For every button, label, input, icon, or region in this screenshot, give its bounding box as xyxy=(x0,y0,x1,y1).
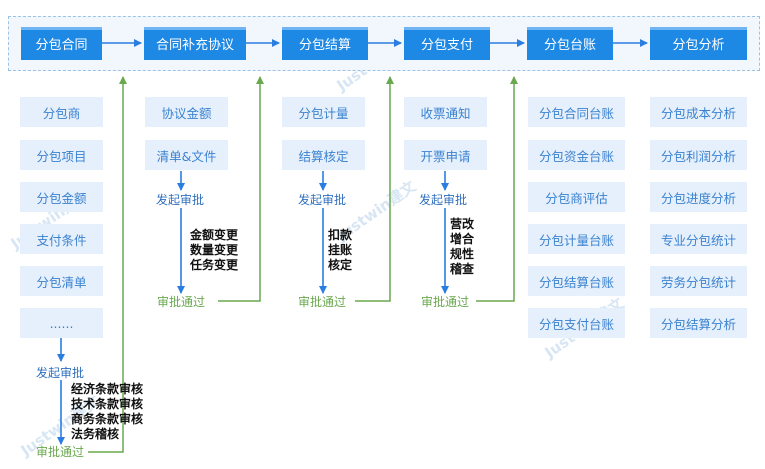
col4-item: 开票申请 xyxy=(404,140,487,170)
col2-review: 任务变更 xyxy=(190,258,239,272)
col6-item: 专业分包统计 xyxy=(650,224,747,254)
col4-review: 营改 xyxy=(450,217,475,231)
col3-review: 挂账 xyxy=(328,243,353,257)
col5-item: 分包合同台账 xyxy=(528,97,625,127)
col2-review: 金额变更 xyxy=(190,228,239,242)
stage-subcontract[interactable]: 分包合同 xyxy=(21,27,102,60)
col5-item: 分包商评估 xyxy=(528,182,625,212)
col1-review: 商务条款审核 xyxy=(71,412,144,426)
stage-analysis[interactable]: 分包分析 xyxy=(650,27,747,60)
col1-item: 分包金额 xyxy=(20,182,103,212)
col5-item: 分包结算台账 xyxy=(528,266,625,296)
col6-item: 劳务分包统计 xyxy=(650,266,747,296)
col1-item: 分包项目 xyxy=(20,140,103,170)
col3-item: 结算核定 xyxy=(282,140,365,170)
col4-review: 稽查 xyxy=(450,262,475,276)
col2-approved: 审批通过 xyxy=(157,295,206,309)
col3-approved: 审批通过 xyxy=(298,295,347,309)
col6-item: 分包进度分析 xyxy=(650,182,747,212)
col5-item: 分包资金台账 xyxy=(528,140,625,170)
col1-review: 技术条款审核 xyxy=(71,397,144,411)
col3-initiate: 发起审批 xyxy=(298,193,347,207)
col1-item: 支付条件 xyxy=(20,224,103,254)
col3-review: 核定 xyxy=(328,258,353,272)
col1-initiate: 发起审批 xyxy=(36,366,85,380)
col2-initiate: 发起审批 xyxy=(156,193,205,207)
stage-supplement[interactable]: 合同补充协议 xyxy=(144,27,246,60)
col4-item: 收票通知 xyxy=(404,97,487,127)
col4-review: 增合 xyxy=(450,232,475,246)
col3-review: 扣款 xyxy=(328,228,353,242)
col6-item: 分包结算分析 xyxy=(650,308,747,338)
col1-item: 分包清单 xyxy=(20,266,103,296)
col1-review: 法务稽核 xyxy=(71,427,120,441)
col1-item: 分包商 xyxy=(20,97,103,127)
col4-review: 规性 xyxy=(450,247,475,261)
col1-item: ...... xyxy=(20,308,103,338)
col6-item: 分包利润分析 xyxy=(650,140,747,170)
col6-item: 分包成本分析 xyxy=(650,97,747,127)
stage-payment[interactable]: 分包支付 xyxy=(404,27,490,60)
col1-approved: 审批通过 xyxy=(36,445,85,459)
stage-ledger[interactable]: 分包台账 xyxy=(527,27,613,60)
col5-item: 分包计量台账 xyxy=(528,224,625,254)
col2-item: 协议金额 xyxy=(145,97,228,127)
col1-review: 经济条款审核 xyxy=(71,382,144,396)
col5-item: 分包支付台账 xyxy=(528,308,625,338)
stage-settlement[interactable]: 分包结算 xyxy=(282,27,368,60)
col4-initiate: 发起审批 xyxy=(419,193,468,207)
col3-item: 分包计量 xyxy=(282,97,365,127)
col4-approved: 审批通过 xyxy=(421,295,470,309)
col2-review: 数量变更 xyxy=(190,243,239,257)
col2-item: 清单&文件 xyxy=(145,140,228,170)
